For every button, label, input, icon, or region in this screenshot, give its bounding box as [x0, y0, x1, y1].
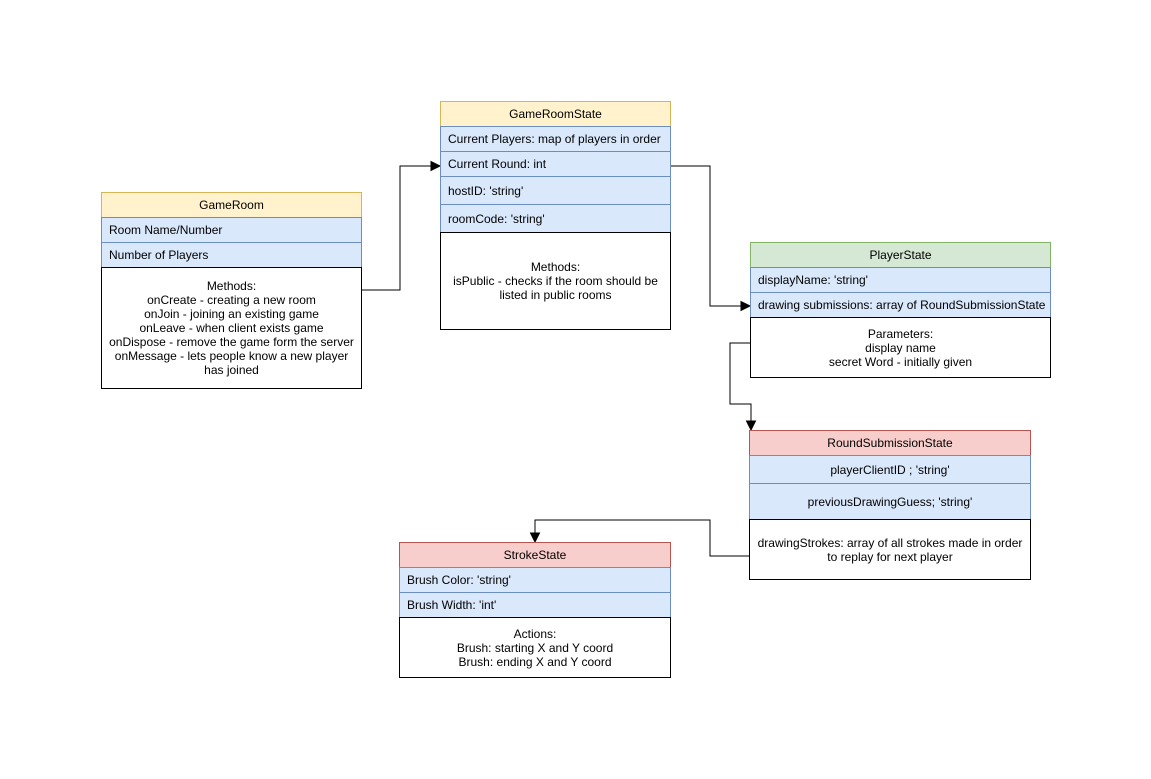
node-title: StrokeState — [399, 542, 671, 568]
field-row: Current Round: int — [440, 151, 671, 177]
body-line: Parameters: — [867, 326, 934, 341]
arrowhead-right-icon — [740, 300, 752, 312]
body-line: Actions: — [513, 626, 557, 641]
node-body: Actions: Brush: starting X and Y coord B… — [399, 617, 671, 678]
connector-gameroom-to-gameroomstate[interactable] — [362, 160, 442, 291]
connector-roundsubmissionstate-to-strokestate[interactable] — [529, 519, 750, 557]
node-body: Methods: isPublic - checks if the room s… — [440, 232, 671, 330]
body-line: Methods: — [530, 260, 581, 274]
node-playerstate[interactable]: PlayerState displayName: 'string' drawin… — [750, 242, 1051, 378]
node-body: Methods: onCreate - creating a new room … — [101, 267, 362, 389]
connector-playerstate-to-roundsubmissionstate[interactable] — [729, 342, 757, 432]
node-body: Parameters: display name secret Word - i… — [750, 317, 1051, 378]
field-row: Brush Color: 'string' — [399, 567, 671, 593]
field-row: playerClientID ; 'string' — [749, 455, 1031, 484]
node-title: PlayerState — [750, 242, 1051, 268]
field-row: previousDrawingGuess; 'string' — [749, 483, 1031, 520]
node-title: GameRoom — [101, 192, 362, 218]
body-line: Brush: starting X and Y coord — [456, 640, 614, 655]
field-row: Current Players: map of players in order — [440, 126, 671, 152]
node-title: GameRoomState — [440, 101, 671, 127]
field-row: Brush Width: 'int' — [399, 592, 671, 618]
body-line: onJoin - joining an existing game — [144, 307, 319, 321]
field-row: hostID: 'string' — [440, 176, 671, 205]
node-roundsubmissionstate[interactable]: RoundSubmissionState playerClientID ; 's… — [749, 430, 1031, 580]
body-line: Methods: — [206, 279, 257, 293]
body-line: Brush: ending X and Y coord — [458, 654, 612, 669]
node-strokestate[interactable]: StrokeState Brush Color: 'string' Brush … — [399, 542, 671, 678]
arrowhead-right-icon — [430, 160, 442, 172]
body-line: onDispose - remove the game form the ser… — [109, 335, 354, 349]
arrowhead-down-icon — [745, 420, 757, 432]
node-gameroom[interactable]: GameRoom Room Name/Number Number of Play… — [101, 192, 362, 389]
field-row: drawing submissions: array of RoundSubmi… — [750, 292, 1051, 318]
node-title: RoundSubmissionState — [749, 430, 1031, 456]
body-line: secret Word - initially given — [828, 354, 973, 369]
field-row: Room Name/Number — [101, 217, 362, 243]
arrowhead-down-icon — [529, 532, 541, 544]
connector-gameroomstate-to-playerstate[interactable] — [671, 165, 752, 312]
node-body: drawingStrokes: array of all strokes mad… — [749, 519, 1031, 580]
field-row: Number of Players — [101, 242, 362, 268]
body-line: onLeave - when client exists game — [139, 321, 324, 335]
body-line: onMessage - lets people know a new playe… — [114, 349, 349, 377]
body-line: isPublic - checks if the room should be … — [453, 274, 658, 302]
field-row: roomCode: 'string' — [440, 204, 671, 233]
body-line: drawingStrokes: array of all strokes mad… — [757, 535, 1023, 564]
node-gameroomstate[interactable]: GameRoomState Current Players: map of pl… — [440, 101, 671, 330]
body-line: onCreate - creating a new room — [147, 293, 316, 307]
field-row: displayName: 'string' — [750, 267, 1051, 293]
body-line: display name — [865, 340, 936, 355]
